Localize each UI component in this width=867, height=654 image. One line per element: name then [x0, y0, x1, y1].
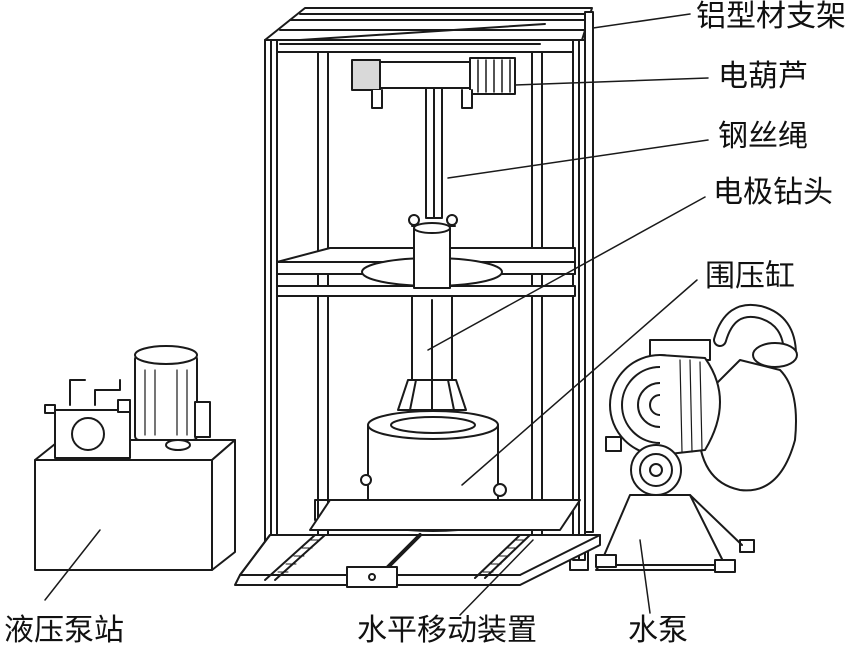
aluminum-frame [261, 7, 594, 578]
label-electrode-drill: 电极钻头 [713, 175, 833, 210]
hydraulic-pump-station [34, 345, 236, 571]
leader-lines [44, 13, 709, 616]
electrode-drill [397, 222, 467, 411]
label-pressure-cylinder: 围压缸 [705, 259, 795, 294]
label-wire-rope: 钢丝绳 [718, 119, 808, 154]
horizontal-moving-platform [234, 499, 601, 588]
label-electric-hoist: 电葫芦 [718, 59, 808, 94]
electric-hoist [351, 57, 516, 109]
label-hydraulic-station: 液压泵站 [4, 613, 124, 648]
wire-rope [408, 87, 458, 227]
label-water-pump: 水泵 [628, 613, 688, 648]
label-horizontal-mover: 水平移动装置 [357, 613, 537, 648]
water-pump-unit [595, 303, 798, 573]
label-aluminum-frame: 铝型材支架 [696, 0, 846, 34]
